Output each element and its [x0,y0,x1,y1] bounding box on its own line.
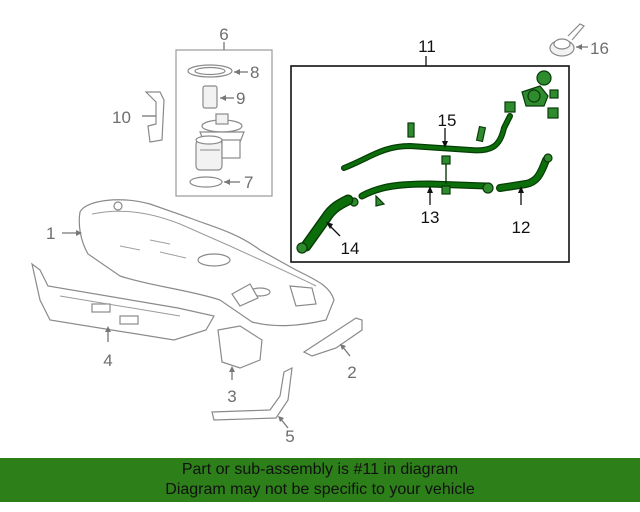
callout-7-arrow [224,179,230,185]
fuel-level-sensor-part [202,85,218,109]
callout-9-arrow [220,95,226,101]
fuel-cap-part [549,23,585,57]
callout-8: 8 [250,63,259,82]
filler-hose-part [496,153,553,192]
fuel-system-diagram: 6 8 9 7 10 11 15 [31,23,609,446]
callout-16-arrow [576,44,582,50]
callout-5-arrow [278,416,284,422]
callout-14: 14 [341,239,360,258]
callout-14-arrow [326,222,333,229]
callout-15: 15 [438,111,457,130]
filler-pipe-assembly-box [290,65,570,263]
heat-shield-part [217,325,263,369]
callout-1-arrow [76,230,82,236]
callout-5: 5 [285,427,294,446]
vent-tube-part [341,113,513,171]
callout-13-arrow [427,186,433,193]
callout-1: 1 [46,224,55,243]
lock-ring-part [187,64,233,78]
callout-3-arrow [229,366,235,372]
callout-12: 12 [512,218,531,237]
pump-seal-part [189,176,223,188]
callout-8-arrow [234,69,240,75]
callout-2: 2 [347,363,356,382]
callout-4-arrow [105,326,111,332]
callout-6: 6 [219,25,228,44]
callout-2-arrow [340,344,346,350]
lower-fill-hose-part [296,194,354,254]
callout-3: 3 [227,387,236,406]
vapor-tube-part [349,155,494,207]
callout-7: 7 [244,173,253,192]
filler-neck-head-part [504,70,559,119]
fuel-tank-part [78,199,335,327]
callout-13: 13 [421,208,440,227]
callout-4: 4 [103,351,112,370]
diagram-note-banner: Part or sub-assembly is #11 in diagram D… [0,458,640,502]
callout-11: 11 [418,37,436,56]
callout-9: 9 [236,89,245,108]
disclaimer-note: Diagram may not be specific to your vehi… [165,481,475,498]
pump-bracket-part [144,91,165,143]
tank-bracket-part [302,317,363,357]
callout-12-arrow [518,186,524,193]
assembly-note: Part or sub-assembly is #11 in diagram [181,461,459,478]
callout-16: 16 [590,39,609,58]
callout-10: 10 [112,108,131,127]
tank-strap-part [211,366,293,421]
callout-15-arrow [442,141,448,148]
fuel-pump-module-part [195,113,245,171]
shield-part [31,262,215,341]
